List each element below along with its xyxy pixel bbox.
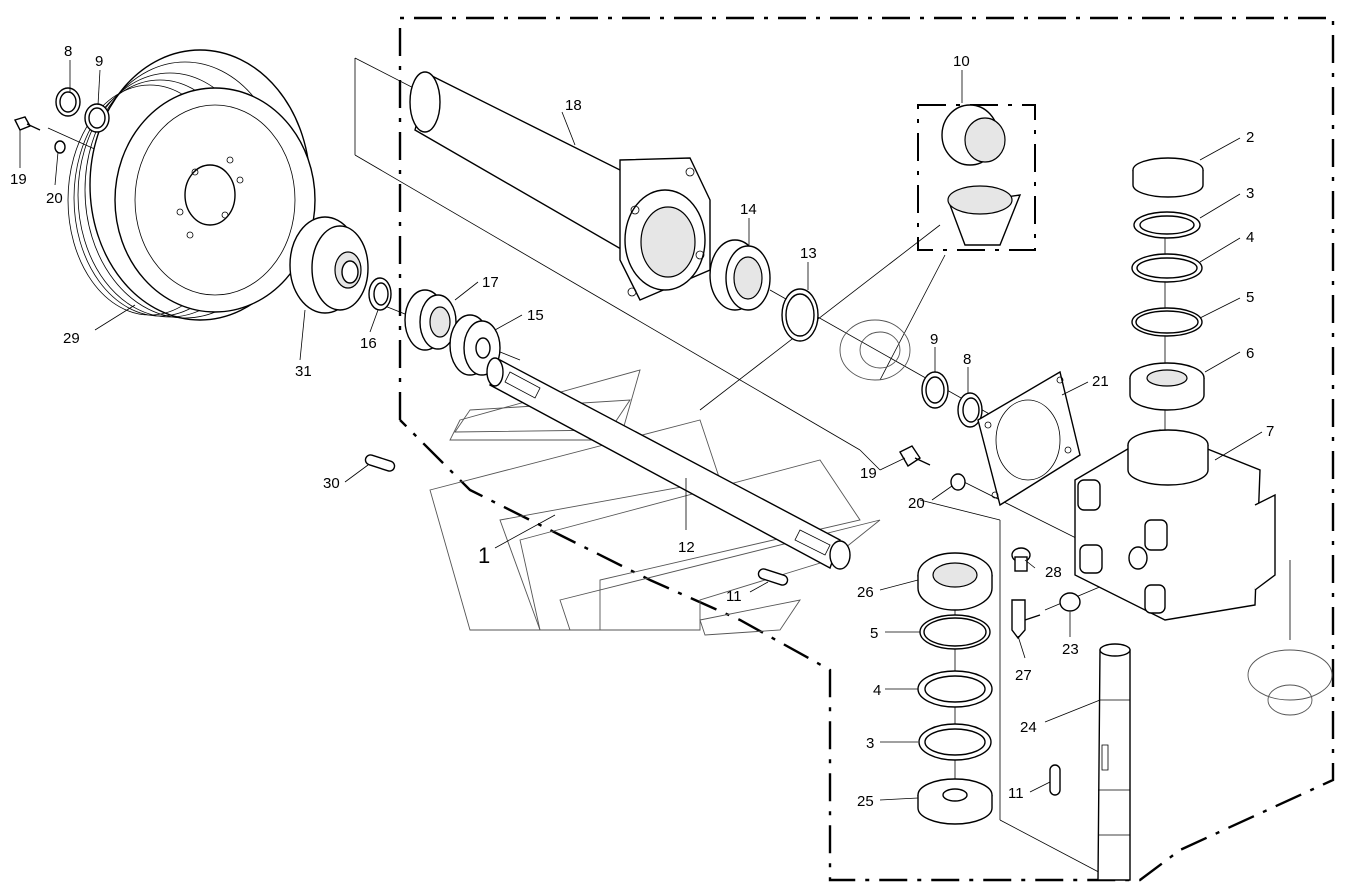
callout-label: 27 bbox=[1015, 667, 1032, 684]
bearing-housing bbox=[409, 71, 711, 301]
callout-label: 3 bbox=[1246, 185, 1254, 202]
circlip bbox=[957, 392, 983, 428]
circlip bbox=[1133, 211, 1201, 239]
callout-label: 16 bbox=[360, 335, 377, 352]
ring bbox=[84, 103, 110, 133]
callout-label: 3 bbox=[866, 735, 874, 752]
assembly-boundary bbox=[398, 16, 1335, 882]
bearing bbox=[917, 552, 993, 611]
circlip bbox=[55, 87, 81, 117]
callout-label: 29 bbox=[63, 330, 80, 347]
callout-label: 4 bbox=[873, 682, 881, 699]
callout-label: 31 bbox=[295, 363, 312, 380]
callout-label: 14 bbox=[740, 201, 757, 218]
washer bbox=[950, 473, 966, 491]
gasket bbox=[977, 370, 1081, 507]
callout-label: 20 bbox=[46, 190, 63, 207]
callout-label: 8 bbox=[963, 351, 971, 368]
callout-leaders bbox=[19, 60, 1263, 801]
breather bbox=[1011, 547, 1031, 572]
output-shaft bbox=[1097, 643, 1131, 881]
callout-label: 8 bbox=[64, 43, 72, 60]
roller-bearing bbox=[709, 239, 771, 311]
cap bbox=[917, 778, 993, 825]
callout-label: 30 bbox=[323, 475, 340, 492]
callout-label: 5 bbox=[870, 625, 878, 642]
plug bbox=[1059, 592, 1081, 612]
callout-label: 28 bbox=[1045, 564, 1062, 581]
ring bbox=[781, 288, 819, 342]
bearing bbox=[1129, 362, 1205, 411]
callout-label: 18 bbox=[565, 97, 582, 114]
callout-label: 19 bbox=[860, 465, 877, 482]
ring bbox=[919, 614, 991, 650]
ring bbox=[1131, 307, 1203, 337]
callout-label: 1 bbox=[478, 543, 490, 568]
callout-label: 26 bbox=[857, 584, 874, 601]
bevel-gear-inset bbox=[917, 104, 1036, 251]
callout-label: 6 bbox=[1246, 345, 1254, 362]
washer bbox=[54, 140, 66, 154]
key bbox=[757, 568, 789, 586]
callout-label: 4 bbox=[1246, 229, 1254, 246]
callout-label: 21 bbox=[1092, 373, 1109, 390]
ghost-gear bbox=[1247, 649, 1333, 716]
circlip bbox=[918, 723, 992, 761]
callout-label: 24 bbox=[1020, 719, 1037, 736]
callout-label: 10 bbox=[953, 53, 970, 70]
callout-label: 7 bbox=[1266, 423, 1274, 440]
hub-flange bbox=[289, 216, 369, 314]
ghost-gear bbox=[839, 319, 911, 381]
callout-label: 11 bbox=[726, 588, 742, 605]
circlip bbox=[368, 277, 392, 311]
callout-labels: 8 9 19 20 29 31 16 17 15 18 14 13 10 2 3… bbox=[10, 43, 1274, 810]
callout-label: 19 bbox=[10, 171, 27, 188]
ring bbox=[921, 371, 949, 409]
bearing bbox=[404, 289, 457, 351]
callout-label: 9 bbox=[95, 53, 103, 70]
input-shaft bbox=[486, 357, 851, 570]
bolt bbox=[14, 116, 41, 131]
callout-label: 12 bbox=[678, 539, 695, 556]
callout-label: 23 bbox=[1062, 641, 1079, 658]
ring bbox=[1131, 253, 1203, 283]
callout-label: 2 bbox=[1246, 129, 1254, 146]
cap bbox=[1132, 157, 1204, 198]
watermark-logo bbox=[429, 369, 881, 636]
callout-label: 13 bbox=[800, 245, 817, 262]
fitting bbox=[1011, 599, 1041, 640]
pulley bbox=[67, 49, 316, 321]
bolt bbox=[899, 445, 931, 467]
key bbox=[1049, 764, 1061, 796]
callout-label: 5 bbox=[1246, 289, 1254, 306]
ring bbox=[917, 670, 993, 708]
callout-label: 20 bbox=[908, 495, 925, 512]
gearbox-housing bbox=[1074, 429, 1276, 621]
callout-label: 25 bbox=[857, 793, 874, 810]
key bbox=[364, 454, 396, 472]
callout-label: 15 bbox=[527, 307, 544, 324]
callout-label: 11 bbox=[1008, 785, 1024, 802]
callout-label: 17 bbox=[482, 274, 499, 291]
callout-label: 9 bbox=[930, 331, 938, 348]
